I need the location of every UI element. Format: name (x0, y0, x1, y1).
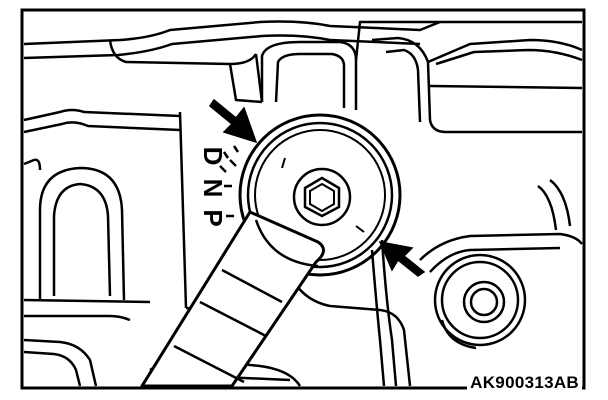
figure-reference-code: AK900313AB (467, 374, 582, 392)
bolt-head (433, 253, 527, 350)
arrow-icon (208, 98, 258, 144)
range-label-p: P (198, 209, 228, 226)
range-marks (219, 145, 240, 218)
shaft-ring-front (254, 219, 319, 268)
range-label-n: N (198, 179, 228, 198)
figure-frame (20, 8, 586, 390)
transmission-case (23, 20, 583, 387)
arrow-icon (378, 241, 426, 277)
range-label-d: D (198, 147, 228, 166)
wrench (140, 210, 325, 388)
